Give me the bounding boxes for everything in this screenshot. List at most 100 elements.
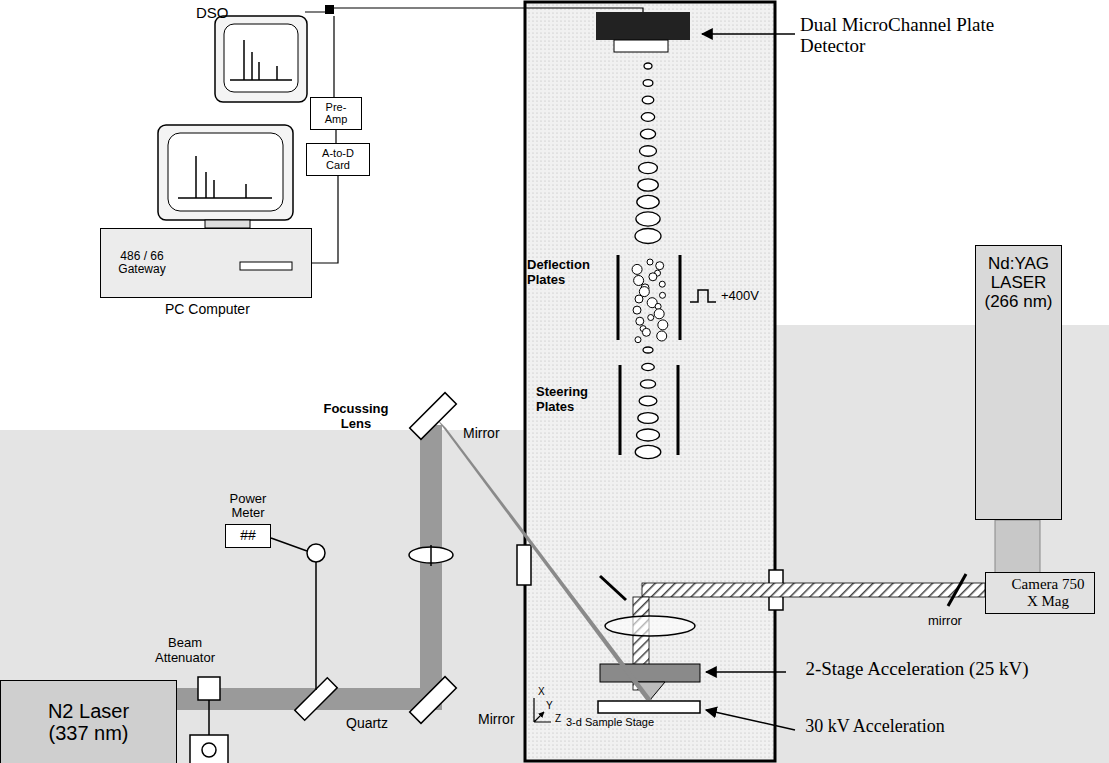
part-label: Y xyxy=(546,700,553,711)
upper-mirror xyxy=(410,393,457,440)
signal-wire xyxy=(305,8,643,97)
node-label: ## xyxy=(240,528,256,544)
inner-lens xyxy=(605,616,695,636)
disk-slot xyxy=(240,262,292,270)
ion-packet xyxy=(643,80,653,87)
ion-packet xyxy=(640,146,657,157)
label-arrow xyxy=(706,710,795,730)
dso-trace xyxy=(230,40,292,80)
ion-packet xyxy=(638,179,659,191)
acceleration-plate xyxy=(600,664,700,682)
signal-cable xyxy=(312,176,338,263)
ion-packet xyxy=(637,429,660,441)
n2-beam-up xyxy=(420,425,442,710)
ion-cluster xyxy=(657,331,667,341)
attenuator-stem xyxy=(208,700,210,735)
yag-beam-hatched xyxy=(642,583,985,597)
ion-cluster xyxy=(656,262,664,270)
attenuator-knob xyxy=(202,743,216,757)
part-label: PC Computer xyxy=(165,302,250,318)
node-label: A-to-D Card xyxy=(313,147,363,172)
vacuum-chamber xyxy=(525,2,775,761)
signal-cable xyxy=(335,130,336,143)
sample-stage xyxy=(598,701,700,713)
pc-trace xyxy=(178,156,272,198)
ion-packets xyxy=(632,63,668,459)
ion-packet xyxy=(638,413,658,424)
ion-packet xyxy=(642,96,654,104)
ion-packet xyxy=(639,162,658,173)
ion-cluster xyxy=(647,259,653,265)
detector-mount xyxy=(614,40,668,52)
adc-card-box: A-to-D Card xyxy=(306,143,370,176)
part-label: Quartz xyxy=(346,716,388,732)
ion-cluster xyxy=(642,328,650,336)
part-label: Beam Attenuator xyxy=(140,636,230,665)
ion-packet xyxy=(636,212,660,226)
ion-cluster xyxy=(659,281,665,287)
ion-packet xyxy=(641,113,654,122)
node-label: 486 / 66 Gateway xyxy=(107,250,177,277)
ion-packet xyxy=(643,347,653,353)
deflection-plates xyxy=(618,255,680,340)
wire-junction xyxy=(325,5,334,14)
laser-box: N2 Laser (337 nm) xyxy=(0,680,177,763)
ion-packet xyxy=(642,363,655,370)
node-label: N2 Laser (337 nm) xyxy=(34,700,144,745)
yag-mirror xyxy=(948,574,966,606)
part-label: Dual MicroChannel Plate Detector xyxy=(800,14,1040,57)
inner-mirror xyxy=(600,576,626,600)
part-label: 2-Stage Acceleration (25 kV) xyxy=(792,658,1042,679)
part-label: Focussing Lens xyxy=(312,402,400,431)
part-label: 3-d Sample Stage xyxy=(566,716,654,728)
ion-cluster xyxy=(654,309,664,319)
ion-cluster xyxy=(636,317,644,325)
lower-mirror xyxy=(410,677,457,724)
pc-base-box: 486 / 66 Gateway xyxy=(100,228,312,298)
node-label: Camera 750 X Mag xyxy=(1008,576,1088,610)
n2-beam-diagonal xyxy=(436,418,652,700)
chamber-window xyxy=(517,545,531,585)
yag-beam xyxy=(995,520,1040,580)
ion-packet xyxy=(637,195,659,208)
part-label: DSO xyxy=(196,5,229,22)
part-label: Mirror xyxy=(463,426,500,442)
part-label: mirror xyxy=(928,614,962,629)
node-label: Pre-Amp xyxy=(317,101,355,126)
pc-monitor xyxy=(158,125,293,220)
camera-box: Camera 750 X Mag xyxy=(985,572,1095,614)
monitor-stand xyxy=(205,220,250,228)
part-label: Z xyxy=(555,713,561,724)
pulse-symbol xyxy=(690,290,716,302)
ion-packet xyxy=(635,229,661,244)
lens-holder xyxy=(430,545,432,566)
attenuator-drive xyxy=(190,735,228,763)
power-meter-box: Power Meter## xyxy=(225,524,271,548)
ion-cluster xyxy=(632,264,642,274)
part-label: +400V xyxy=(721,289,759,304)
pc-screen xyxy=(168,133,283,211)
ion-cluster xyxy=(635,337,641,343)
node-heading: Power Meter xyxy=(218,492,278,521)
label-arrow xyxy=(702,33,795,35)
label-arrow xyxy=(706,671,786,673)
node-label: Nd:YAG LASER (266 nm) xyxy=(982,254,1055,311)
ion-packet xyxy=(640,129,655,139)
part-label: Deflection Plates xyxy=(527,258,607,287)
ion-packet xyxy=(640,380,655,388)
ion-packet xyxy=(639,396,657,406)
ion-cluster xyxy=(658,320,668,330)
ion-cluster xyxy=(649,273,657,281)
ion-packet xyxy=(644,63,652,69)
part-label: X xyxy=(538,686,545,697)
beam-attenuator xyxy=(198,677,220,700)
part-label: 30 kV Acceleration xyxy=(800,716,950,736)
part-label: Mirror xyxy=(478,712,515,728)
ion-cluster xyxy=(659,292,665,298)
power-meter-line xyxy=(271,538,316,690)
laser-box: Nd:YAG LASER (266 nm) xyxy=(975,245,1062,520)
mcp-detector xyxy=(596,12,690,40)
